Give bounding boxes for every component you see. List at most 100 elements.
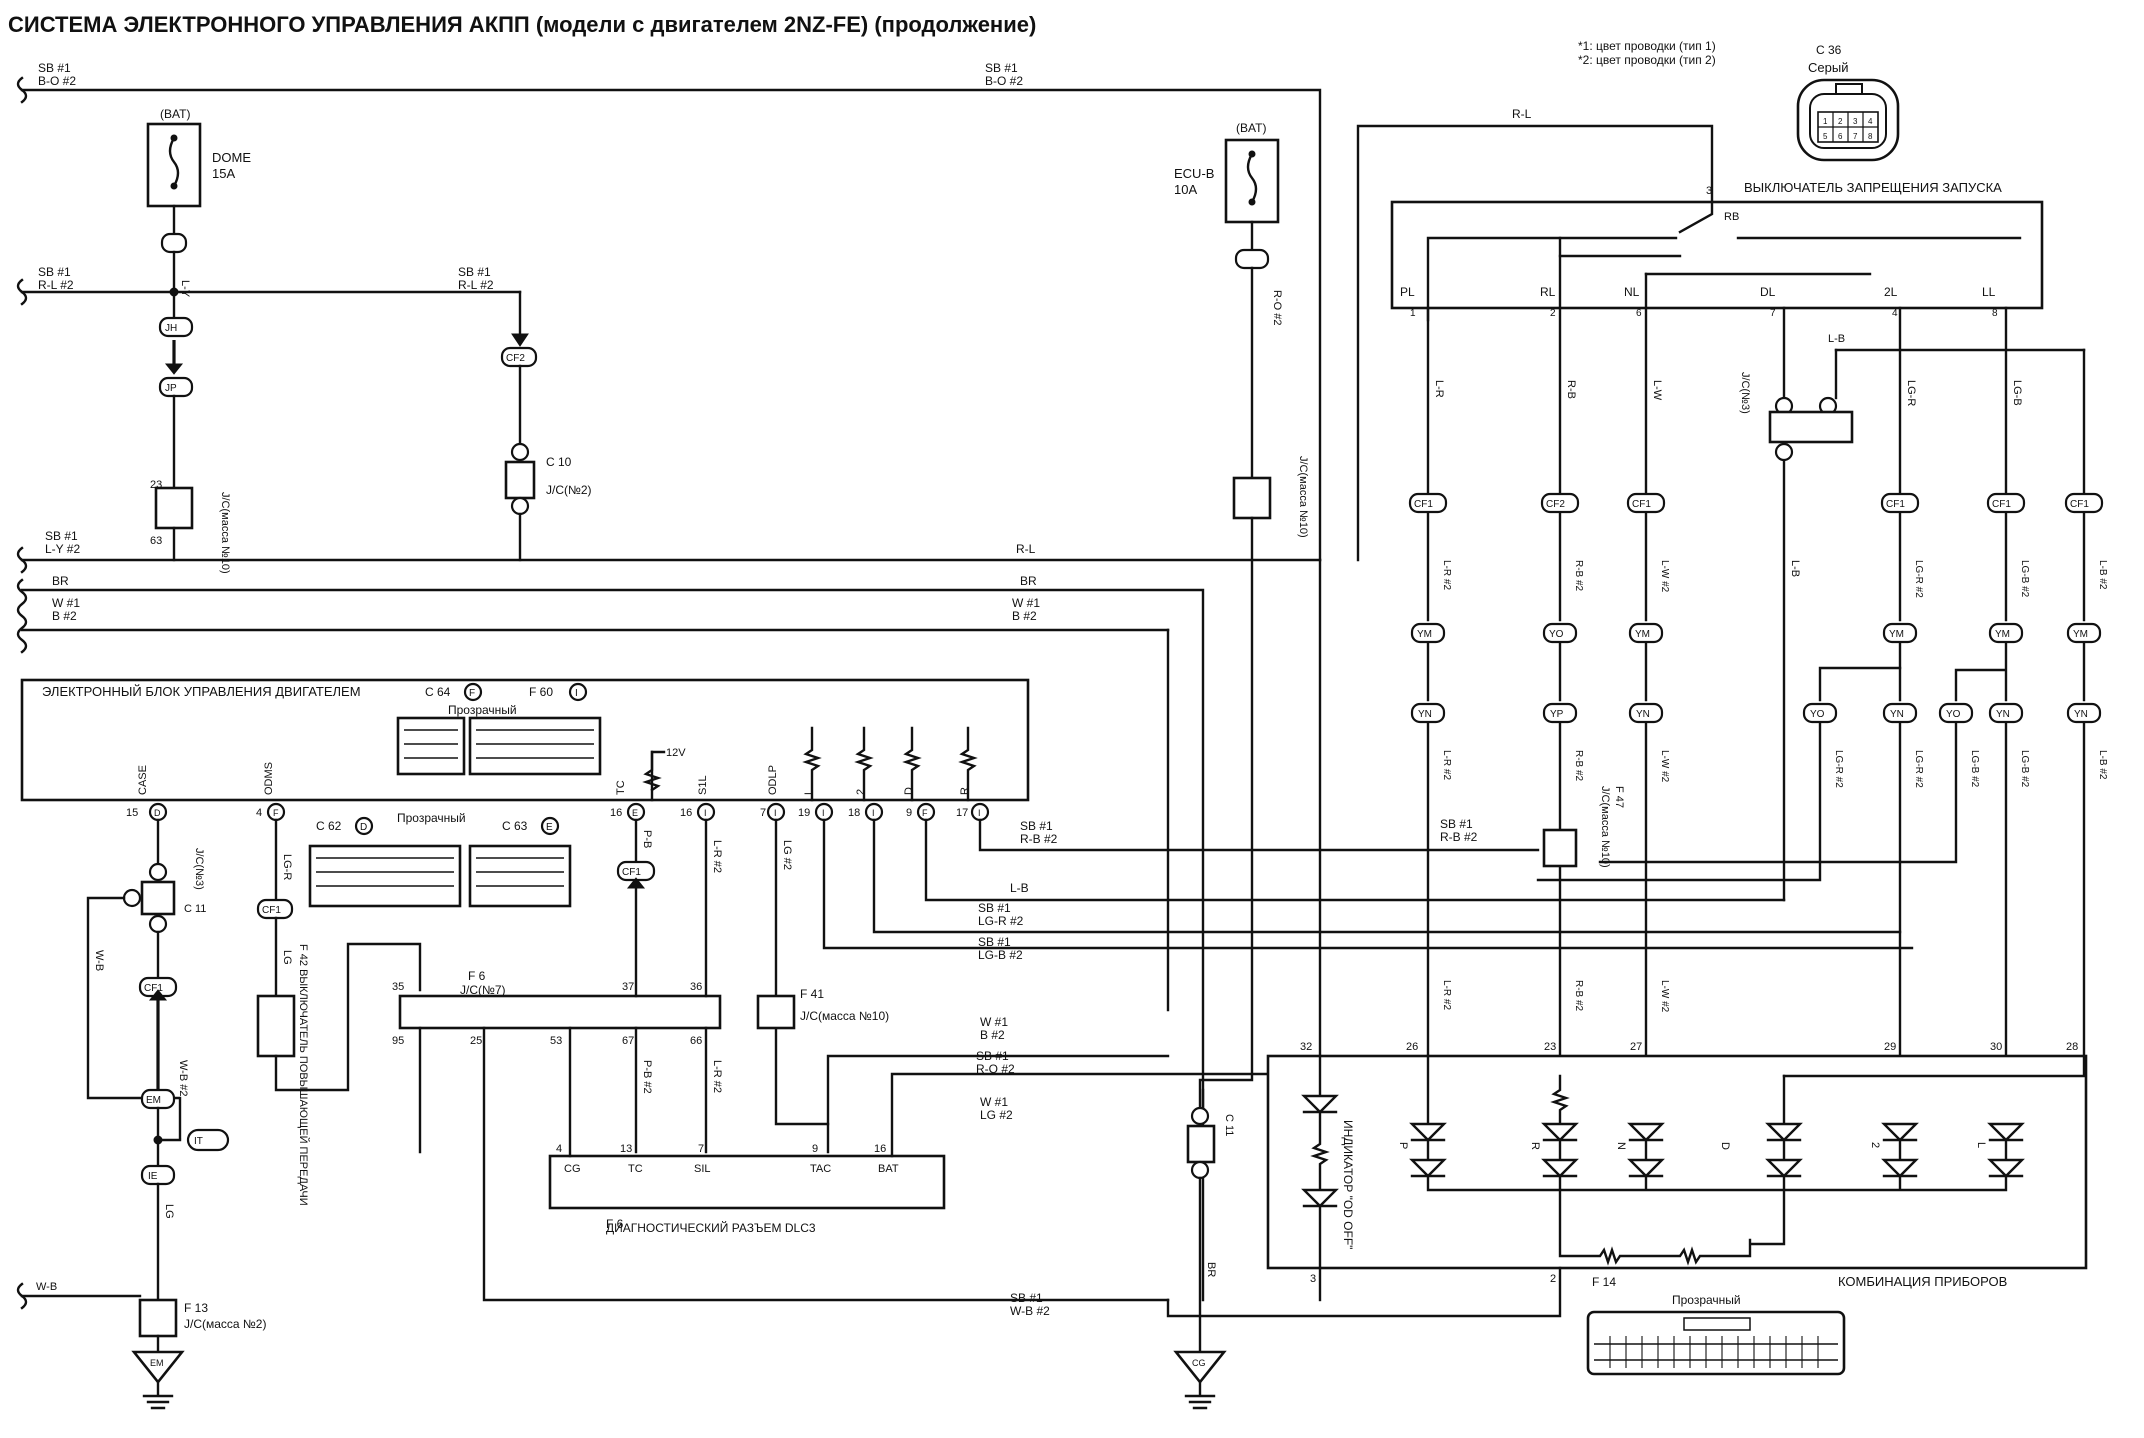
switch-terminals: PL RL NL DL 2L LL 1 2 6 7 4 8: [1400, 285, 1998, 319]
svg-text:I: I: [822, 808, 825, 818]
wire-sb1-lgb: SB #1: [978, 935, 1011, 949]
dlc3-block: [548, 1154, 946, 1210]
svg-text:IT: IT: [194, 1136, 203, 1147]
ecu-connector-icon: [396, 716, 602, 776]
wire-lg2-odlp: LG #2: [781, 840, 793, 870]
c11-pin-a-bottom: [148, 914, 168, 934]
wire-sb1-rl: SB #1: [38, 265, 71, 279]
svg-text:L-W #2: L-W #2: [1659, 560, 1670, 593]
wire-pb-tc: P-B: [641, 830, 653, 848]
wire-br-left: BR: [52, 574, 69, 588]
wire-w1-ecu: W #1: [980, 1015, 1008, 1029]
wire-sb1-wb: SB #1: [1010, 1291, 1043, 1305]
svg-text:L-W: L-W: [1651, 380, 1663, 401]
start-inhibit-switch: [1390, 200, 2044, 310]
wire-b2-right: B #2: [1012, 609, 1037, 623]
wire-b2-ecu: B #2: [980, 1028, 1005, 1042]
svg-text:6: 6: [1636, 308, 1642, 319]
svg-text:CG: CG: [564, 1163, 581, 1175]
ecub-fuse-rating: 10A: [1174, 182, 1197, 197]
svg-text:L-W #2: L-W #2: [1659, 980, 1670, 1013]
jc-n7-label: J/C(№7): [460, 983, 506, 997]
svg-text:F: F: [273, 808, 279, 818]
ecu-c62: C 62: [316, 819, 342, 833]
svg-text:JH: JH: [165, 323, 177, 334]
jc-mass10-odlp-label: J/C(масса №10): [800, 1009, 889, 1023]
od-off-indicator-label: ИНДИКАТОР "OD OFF": [1341, 1120, 1355, 1249]
svg-text:ODLP: ODLP: [767, 765, 779, 795]
wire-wb-bottom: W-B: [36, 1281, 57, 1293]
wire-ly2: L-Y #2: [45, 542, 80, 556]
wire-rl2: R-L #2: [38, 278, 74, 292]
svg-text:30: 30: [1990, 1041, 2002, 1053]
wire-lr2-s1l-b: L-R #2: [711, 1060, 723, 1093]
overdrive-switch-label: F 42 ВЫКЛЮЧАТЕЛЬ ПОВЫШАЮЩЕЙ ПЕРЕДАЧИ: [297, 944, 310, 1206]
svg-text:18: 18: [848, 807, 860, 819]
svg-text:PL: PL: [1400, 285, 1415, 299]
svg-text:2: 2: [855, 789, 867, 795]
svg-text:JP: JP: [165, 383, 177, 394]
svg-text:R: R: [1529, 1142, 1541, 1150]
wire-wb-left: W-B: [93, 950, 105, 971]
svg-text:N: N: [1615, 1142, 1627, 1150]
wire-lg-odms: LG: [281, 950, 293, 965]
wire-lr2-s1l: L-R #2: [711, 840, 723, 873]
wire-br-right: BR: [1020, 574, 1037, 588]
jc-n3-box-switch: [1768, 410, 1854, 444]
svg-text:P: P: [1397, 1142, 1409, 1149]
svg-text:16: 16: [610, 807, 622, 819]
wire-rl2-mid: R-L #2: [458, 278, 494, 292]
wire-sb1-ly: SB #1: [45, 529, 78, 543]
svg-text:CF1: CF1: [1992, 499, 2011, 510]
wire-wb2-bottom: W-B #2: [1010, 1304, 1050, 1318]
jc-n3-label-left: J/C(№3): [193, 848, 205, 890]
svg-text:I: I: [704, 808, 707, 818]
svg-text:CF2: CF2: [506, 353, 525, 364]
dlc3-ref: F 6: [606, 1217, 624, 1231]
svg-text:D: D: [154, 808, 161, 818]
f41-label: F 41: [800, 987, 824, 1001]
column-connectors: CF1 CF2 CF1 CF1 CF1 CF1 YM YO YM YM YM Y…: [1408, 492, 2104, 724]
svg-text:L: L: [803, 789, 815, 795]
svg-text:S1L: S1L: [697, 775, 709, 795]
svg-text:23: 23: [1544, 1041, 1556, 1053]
svg-text:4: 4: [1892, 308, 1898, 319]
switch-rb: RB: [1724, 211, 1739, 223]
ecu-label: ЭЛЕКТРОННЫЙ БЛОК УПРАВЛЕНИЯ ДВИГАТЕЛЕМ: [42, 684, 361, 699]
jc-mass10-box-mid: [1232, 476, 1272, 520]
svg-text:CF1: CF1: [1414, 499, 1433, 510]
ecu-c64: C 64: [425, 685, 451, 699]
svg-text:L-B #2: L-B #2: [2097, 750, 2108, 780]
svg-text:4: 4: [256, 807, 262, 819]
jc-mass10-left-label: J/C(масса №10): [219, 492, 231, 574]
svg-text:2: 2: [1869, 1142, 1881, 1148]
it-connector: [186, 1128, 230, 1152]
jc-mass2-box: [138, 1298, 178, 1338]
wire-sb1-lgr: SB #1: [978, 901, 1011, 915]
svg-text:2L: 2L: [1884, 285, 1898, 299]
wire-w1-right: W #1: [1012, 596, 1040, 610]
wire-b2-left: B #2: [52, 609, 77, 623]
wire-rb2-ecu: R-B #2: [1020, 832, 1058, 846]
svg-text:R-B #2: R-B #2: [1573, 750, 1584, 782]
svg-text:2: 2: [1550, 1273, 1556, 1285]
svg-text:SIL: SIL: [694, 1163, 711, 1175]
diagram-title: СИСТЕМА ЭЛЕКТРОННОГО УПРАВЛЕНИЯ АКПП (мо…: [8, 12, 1036, 37]
wire-w1-lg: W #1: [980, 1095, 1008, 1109]
ecu-c63: C 63: [502, 819, 528, 833]
svg-text:R-B #2: R-B #2: [1573, 980, 1584, 1012]
svg-text:L-R #2: L-R #2: [1441, 750, 1452, 780]
jc-mass10-mid-label: J/C(масса №10): [1297, 456, 1309, 538]
wire-ro2-ecu: R-O #2: [976, 1062, 1015, 1076]
svg-text:1: 1: [1410, 308, 1416, 319]
switch-pin-3: 3: [1706, 185, 1712, 197]
svg-text:CG: CG: [1192, 1358, 1206, 1368]
svg-text:25: 25: [470, 1035, 482, 1047]
svg-text:CASE: CASE: [137, 765, 149, 795]
jc-mass10-box-right: [1542, 828, 1578, 868]
svg-text:9: 9: [812, 1143, 818, 1155]
svg-text:8: 8: [1868, 132, 1873, 141]
svg-text:ODMS: ODMS: [263, 762, 275, 795]
svg-text:L-B #2: L-B #2: [2097, 560, 2108, 590]
